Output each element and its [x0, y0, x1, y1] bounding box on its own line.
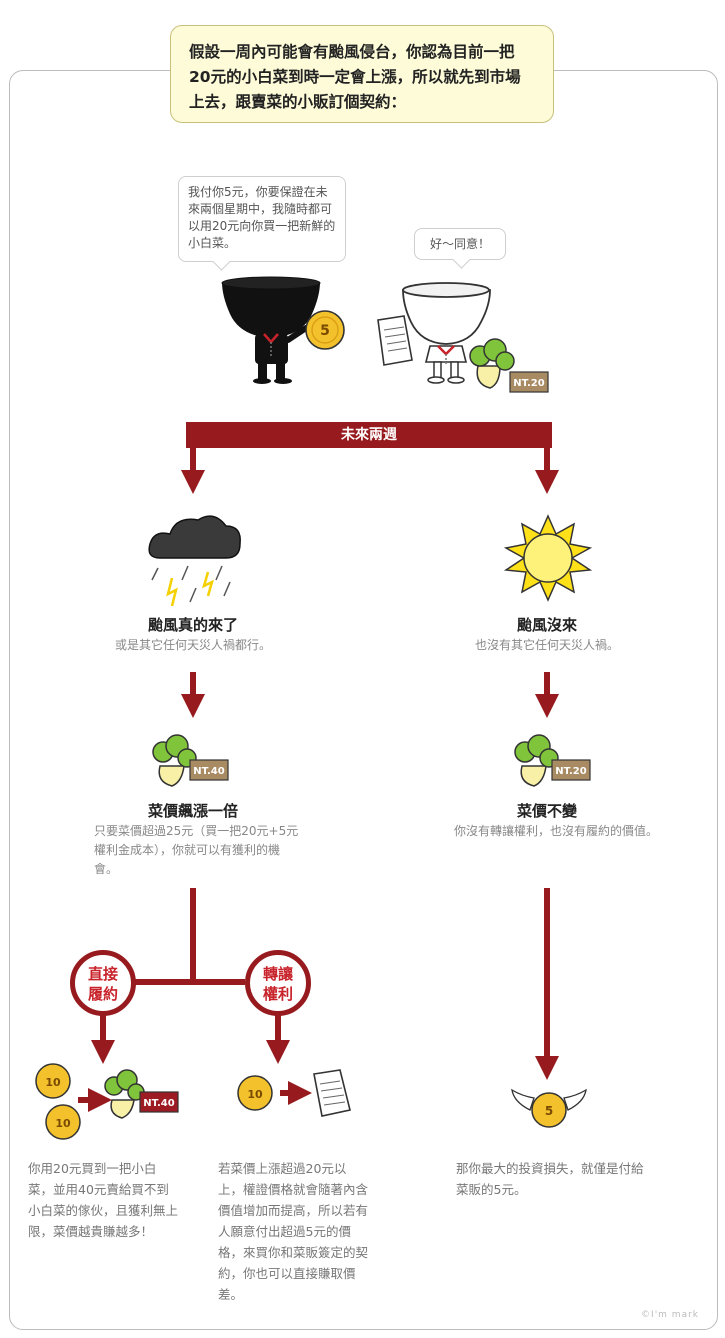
- contract-document-icon: [377, 315, 413, 366]
- typhoon-title: 颱風真的來了: [147, 616, 238, 634]
- storm-cloud-icon: [148, 515, 241, 607]
- initial-price-tag-text: NT.20: [513, 378, 544, 389]
- transfer-coin-icon: 10: [237, 1075, 273, 1111]
- cabbage-with-price-tag-icon: NT.20: [469, 338, 549, 393]
- sell-price-tag-text: NT.40: [143, 1098, 174, 1109]
- buyer-coin: 5: [305, 310, 345, 350]
- buyer-coin-label: 5: [320, 323, 330, 339]
- sun-icon: [503, 514, 593, 602]
- signature: ©I'm mark: [641, 1310, 699, 1320]
- loss-outcome-text: 那你最大的投資損失，就僅是付給菜販的5元。: [456, 1161, 644, 1197]
- transfer-option-label: 轉讓權利: [262, 965, 293, 1003]
- ten-coin-b-label: 10: [55, 1117, 71, 1130]
- sunny-subtitle: 也沒有其它任何天災人禍。: [474, 638, 619, 652]
- exercise-option-label: 直接履約: [87, 965, 118, 1003]
- flying-coin-icon: 5: [511, 1088, 587, 1128]
- sold-cabbage-icon: NT.40: [104, 1069, 179, 1119]
- typhoon-price-tag-text: NT.40: [193, 766, 224, 777]
- sunny-result-title: 菜價不變: [516, 802, 577, 820]
- sunny-result-text: 你沒有轉讓權利，也沒有履約的價值。: [453, 824, 658, 838]
- seller-character: [402, 282, 491, 384]
- ten-coin-c-label: 10: [247, 1088, 263, 1101]
- typhoon-cabbage-price-icon: NT.40: [152, 734, 229, 787]
- intro-box: 假設一周內可能會有颱風侵台，你認為目前一把20元的小白菜到時一定會上漲，所以就先…: [170, 25, 554, 123]
- sunny-title: 颱風沒來: [516, 616, 577, 634]
- transfer-option-circle: 轉讓權利: [245, 950, 311, 1016]
- transfer-outcome-text: 若菜價上漲超過20元以上，權證價格就會隨著內含價值增加而提高，所以若有人願意付出…: [218, 1161, 369, 1302]
- buyer-speech-text: 我付你5元，你要保證在未來兩個星期中，我隨時都可以用20元向你買一把新鮮的小白菜…: [188, 185, 336, 250]
- buyer-character: [221, 276, 321, 384]
- two-weeks-label: 未來兩週: [341, 427, 397, 443]
- sunny-cabbage-price-icon: NT.20: [514, 734, 591, 787]
- flying-coin-label: 5: [545, 1104, 553, 1118]
- sunny-price-tag-text: NT.20: [555, 766, 586, 777]
- typhoon-result-title: 菜價飆漲一倍: [147, 802, 238, 820]
- exercise-option-circle: 直接履約: [70, 950, 136, 1016]
- diagram-frame: [9, 70, 718, 1330]
- seller-speech-bubble: 好～同意！: [414, 228, 506, 269]
- ten-coin-icons: 10 10: [35, 1063, 81, 1140]
- buyer-speech-bubble: 我付你5元，你要保證在未來兩個星期中，我隨時都可以用20元向你買一把新鮮的小白菜…: [178, 176, 346, 271]
- seller-speech-text: 好～同意！: [429, 237, 490, 251]
- typhoon-result-text: 只要菜價超過25元（買一把20元+5元權利金成本），你就可以有獲利的機會。: [94, 824, 299, 876]
- transfer-document-icon: [313, 1069, 351, 1117]
- ten-coin-a-label: 10: [45, 1076, 61, 1089]
- typhoon-subtitle: 或是其它任何天災人禍都行。: [114, 638, 271, 652]
- two-weeks-bar: [186, 422, 552, 448]
- exercise-outcome-text: 你用20元買到一把小白菜，並用40元賣給買不到小白菜的傢伙，且獲利無上限，菜價越…: [28, 1161, 179, 1239]
